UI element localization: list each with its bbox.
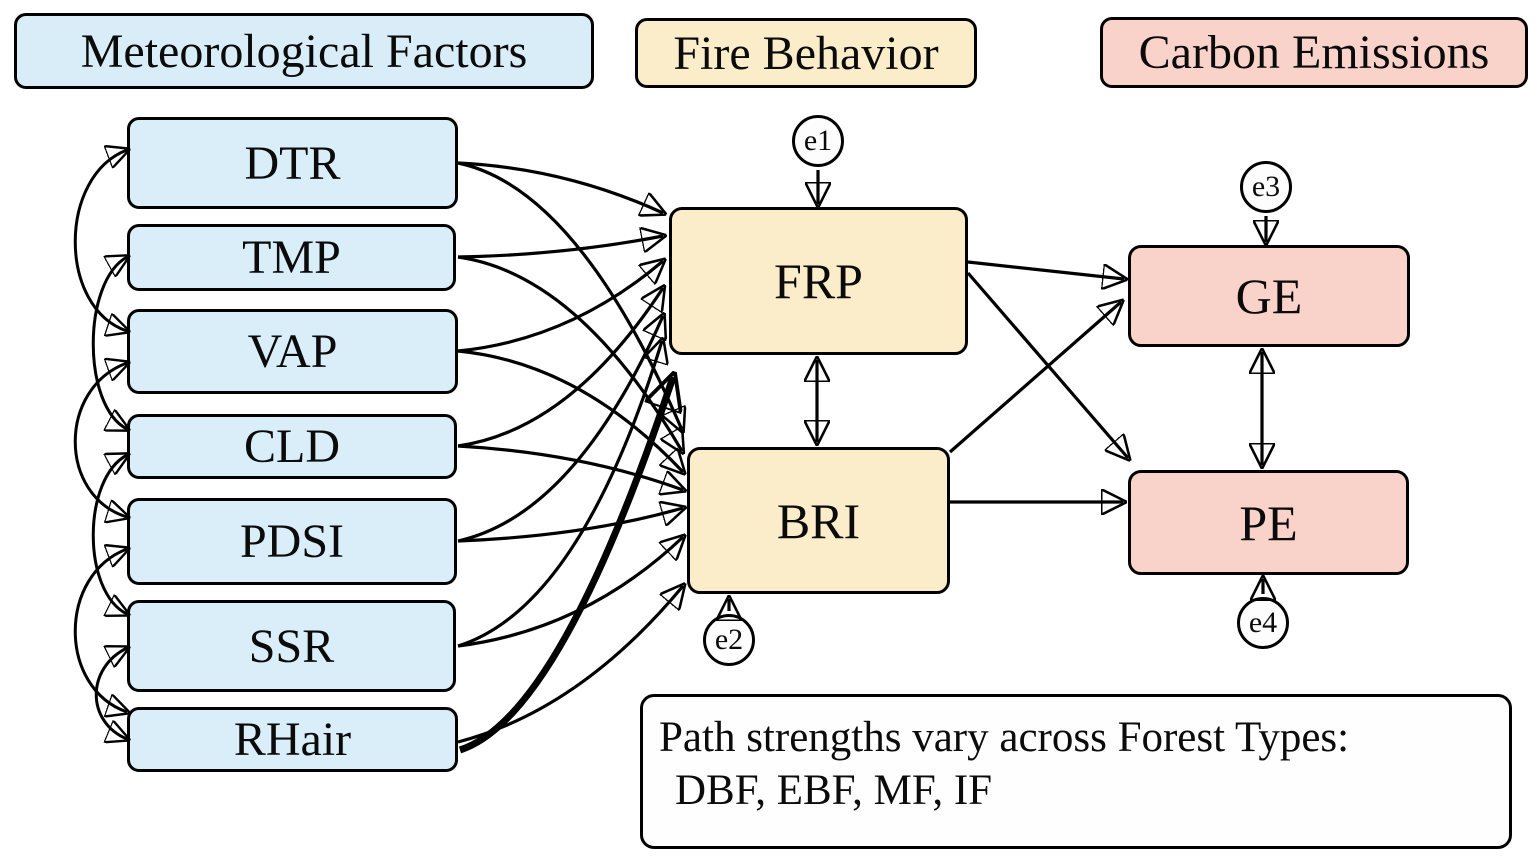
- path-vap-frp: [457, 261, 663, 353]
- error-term-e3: e3: [1240, 161, 1292, 213]
- path-dtr-bri: [457, 161, 682, 430]
- note-line-1: Path strengths vary across Forest Types:: [659, 714, 1350, 761]
- path-vap-bri: [457, 349, 683, 472]
- header-carbon-emissions: Carbon Emissions: [1100, 17, 1528, 88]
- node-frp: FRP: [669, 207, 968, 355]
- error-term-e4: e4: [1237, 597, 1289, 649]
- factor-box-pdsi: PDSI: [127, 498, 457, 585]
- path-tmp-frp: [457, 236, 663, 259]
- factor-box-rhair: RHair: [127, 707, 458, 772]
- factor-box-dtr: DTR: [127, 117, 458, 209]
- factor-box-ssr: SSR: [127, 600, 456, 692]
- path-ssr-bri: [457, 537, 683, 648]
- note-line-2: DBF, EBF, MF, IF: [675, 767, 993, 815]
- path-pdsi-frp: [457, 316, 663, 543]
- path-cld-frp: [457, 288, 663, 448]
- note-box: Path strengths vary across Forest Types:…: [640, 694, 1512, 849]
- header-meteorological-factors: Meteorological Factors: [14, 13, 594, 89]
- header-fire-behavior: Fire Behavior: [635, 18, 977, 88]
- cov-arc-vap-pdsi: [73, 363, 127, 517]
- node-ge: GE: [1128, 245, 1410, 347]
- cov-arc-dtr-vap: [73, 150, 127, 331]
- path-frp-ge: [967, 260, 1124, 279]
- path-bri-ge: [948, 302, 1121, 454]
- error-term-e2: e2: [703, 614, 755, 666]
- cov-arc-ssr-rhair: [94, 648, 127, 739]
- cov-arc-cld-ssr: [91, 455, 127, 614]
- path-cld-bri: [457, 444, 683, 490]
- error-term-e1: e1: [792, 115, 844, 167]
- node-pe: PE: [1128, 470, 1409, 575]
- path-dtr-frp: [457, 161, 663, 213]
- factor-box-tmp: TMP: [127, 224, 456, 291]
- path-pdsi-bri: [457, 508, 683, 543]
- factor-box-vap: VAP: [127, 309, 458, 394]
- node-bri: BRI: [687, 447, 950, 594]
- path-ssr-frp: [457, 341, 662, 648]
- path-frp-pe: [966, 271, 1128, 458]
- cov-arc-tmp-cld: [91, 257, 127, 429]
- cov-arc-pdsi-rhair: [73, 549, 127, 712]
- factor-box-cld: CLD: [127, 414, 457, 479]
- path-rhair-frp-bold: [458, 377, 673, 754]
- path-tmp-bri: [457, 255, 682, 451]
